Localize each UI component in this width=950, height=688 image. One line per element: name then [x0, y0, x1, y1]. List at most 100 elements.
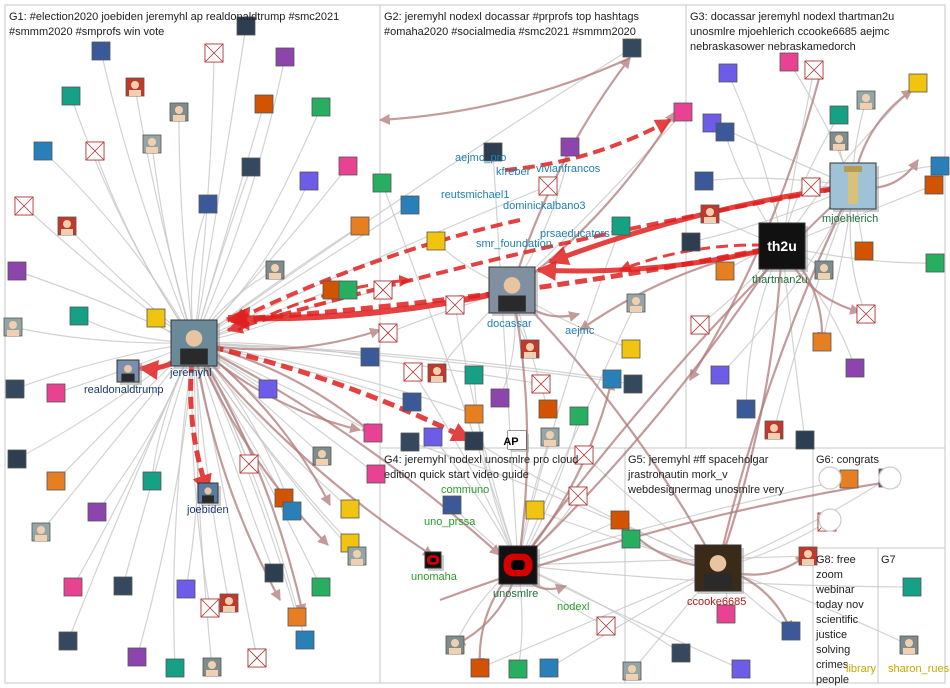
graph-node[interactable] [471, 659, 489, 677]
graph-node[interactable] [203, 658, 221, 676]
graph-node[interactable] [404, 363, 422, 381]
graph-node[interactable] [242, 158, 260, 176]
graph-node[interactable] [624, 375, 642, 393]
graph-node[interactable] [857, 91, 875, 109]
graph-node[interactable] [446, 296, 464, 314]
graph-node[interactable] [931, 157, 949, 175]
graph-node[interactable] [857, 305, 875, 323]
graph-node[interactable] [62, 87, 80, 105]
graph-node[interactable] [170, 103, 188, 121]
graph-node[interactable] [379, 324, 397, 342]
graph-node[interactable] [15, 197, 33, 215]
graph-node[interactable] [840, 470, 858, 488]
graph-node[interactable] [716, 262, 734, 280]
graph-node[interactable] [4, 318, 22, 336]
graph-node[interactable] [627, 294, 645, 312]
graph-node[interactable] [339, 281, 357, 299]
graph-node[interactable] [92, 42, 110, 60]
graph-node[interactable] [312, 98, 330, 116]
graph-node[interactable] [64, 578, 82, 596]
graph-node[interactable] [88, 503, 106, 521]
graph-node[interactable] [926, 254, 944, 272]
graph-node[interactable] [622, 530, 640, 548]
graph-node[interactable] [296, 631, 314, 649]
graph-node[interactable] [220, 594, 238, 612]
graph-node[interactable] [925, 176, 943, 194]
graph-node[interactable] [446, 636, 464, 654]
graph-node[interactable] [570, 407, 588, 425]
graph-node[interactable] [846, 359, 864, 377]
graph-node[interactable] [126, 78, 144, 96]
graph-node[interactable] [248, 649, 266, 667]
graph-node[interactable] [855, 242, 873, 260]
graph-node[interactable] [255, 95, 273, 113]
graph-node[interactable] [313, 447, 331, 465]
graph-node[interactable] [240, 455, 258, 473]
graph-node[interactable] [373, 174, 391, 192]
graph-node[interactable] [300, 172, 318, 190]
graph-node[interactable] [8, 262, 26, 280]
graph-node[interactable] [367, 465, 385, 483]
graph-node[interactable] [58, 217, 76, 235]
graph-node[interactable] [339, 157, 357, 175]
graph-node[interactable] [719, 64, 737, 82]
graph-node[interactable] [401, 433, 419, 451]
graph-node[interactable] [428, 364, 446, 382]
hub-node-thartman2u[interactable]: th2u [759, 223, 808, 272]
graph-node[interactable] [341, 500, 359, 518]
graph-node[interactable] [805, 61, 823, 79]
hub-node-docassar[interactable] [489, 267, 538, 316]
graph-node[interactable] [732, 660, 750, 678]
hub-node-unomaha[interactable] [425, 552, 444, 571]
graph-node[interactable] [351, 217, 369, 235]
graph-node[interactable] [701, 205, 719, 223]
graph-node[interactable] [737, 400, 755, 418]
graph-node[interactable] [623, 39, 641, 57]
graph-node[interactable] [114, 577, 132, 595]
graph-node[interactable] [312, 578, 330, 596]
graph-node[interactable] [465, 405, 483, 423]
graph-node[interactable] [691, 316, 709, 334]
graph-node[interactable] [903, 578, 921, 596]
graph-node[interactable] [465, 432, 483, 450]
graph-node[interactable] [128, 648, 146, 666]
graph-node[interactable] [70, 307, 88, 325]
graph-node[interactable] [443, 496, 461, 514]
graph-node[interactable] [6, 380, 24, 398]
graph-node[interactable] [374, 281, 392, 299]
graph-node[interactable] [509, 660, 527, 678]
graph-node[interactable] [539, 400, 557, 418]
graph-node[interactable] [526, 501, 544, 519]
graph-node[interactable] [47, 472, 65, 490]
graph-node[interactable] [147, 309, 165, 327]
graph-node[interactable] [32, 523, 50, 541]
graph-node[interactable] [361, 348, 379, 366]
graph-node[interactable] [782, 622, 800, 640]
graph-node[interactable] [427, 232, 445, 250]
graph-node[interactable] [541, 428, 559, 446]
graph-node[interactable] [830, 132, 848, 150]
graph-node[interactable] [711, 366, 729, 384]
graph-node[interactable] [259, 380, 277, 398]
graph-node[interactable] [205, 44, 223, 62]
graph-node[interactable] [716, 123, 734, 141]
graph-node[interactable] [603, 370, 621, 388]
graph-node[interactable] [561, 138, 579, 156]
hub-node-unosmlre[interactable] [499, 546, 540, 587]
graph-node[interactable] [682, 233, 700, 251]
graph-node[interactable] [491, 389, 509, 407]
graph-node[interactable] [401, 196, 419, 214]
graph-node[interactable] [143, 135, 161, 153]
graph-node[interactable] [695, 172, 713, 190]
graph-node[interactable] [283, 502, 301, 520]
graph-node[interactable] [539, 177, 557, 195]
hub-node-joebiden[interactable] [198, 483, 221, 506]
graph-node[interactable] [900, 636, 918, 654]
graph-node[interactable] [465, 366, 483, 384]
graph-node[interactable] [674, 103, 692, 121]
graph-node[interactable] [802, 178, 820, 196]
graph-node[interactable] [424, 428, 442, 446]
graph-node[interactable] [909, 74, 927, 92]
graph-node[interactable] [612, 217, 630, 235]
graph-node[interactable] [34, 142, 52, 160]
